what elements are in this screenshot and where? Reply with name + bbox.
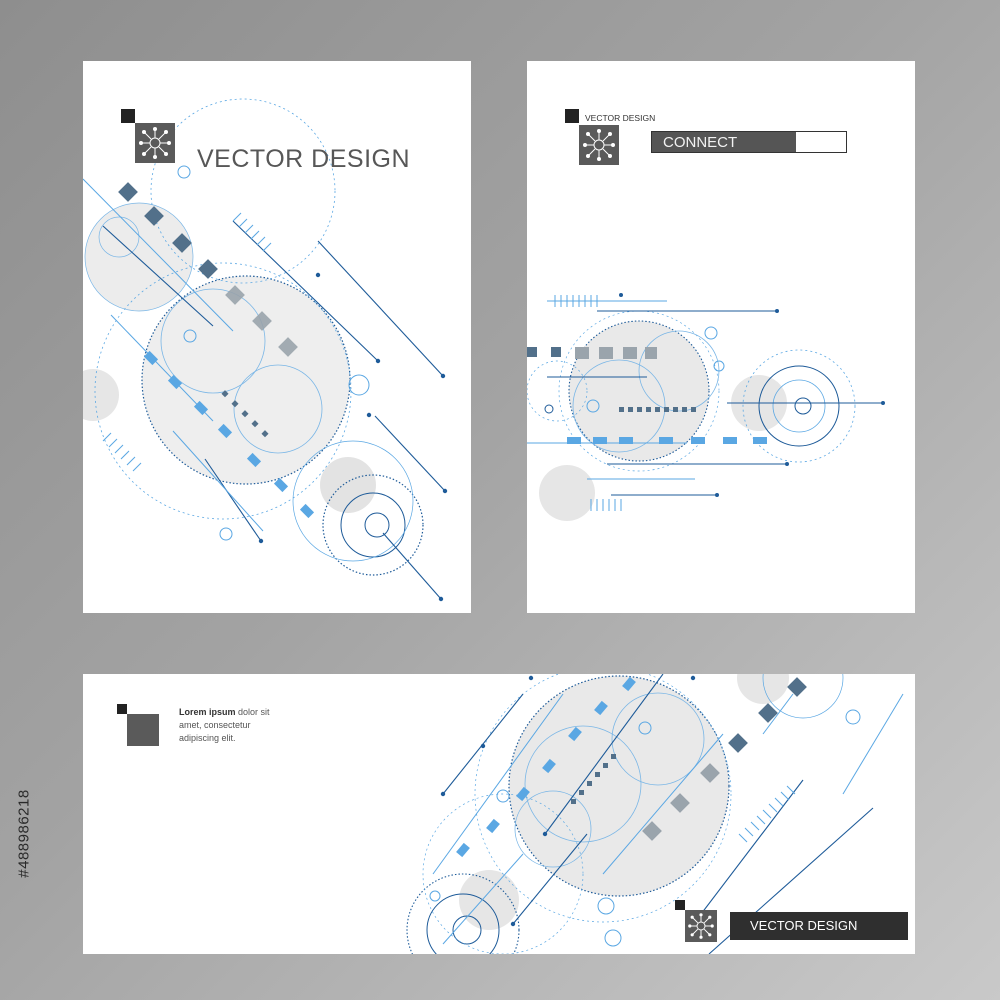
network-node-icon xyxy=(135,123,175,163)
banner-title: VECTOR DESIGN xyxy=(730,912,908,940)
connect-bar-label: CONNECT xyxy=(663,134,738,151)
brand-mark-small-square xyxy=(565,109,579,123)
lorem-line-1: dolor sit xyxy=(235,707,270,717)
connect-bar-fill xyxy=(652,132,796,152)
brand-mark xyxy=(565,109,623,165)
cover-portrait-graphic xyxy=(83,98,448,602)
lorem-line-2: amet, consectetur xyxy=(179,720,251,730)
cover-banner-graphic xyxy=(406,674,904,954)
cover-portrait: VECTOR DESIGN xyxy=(83,61,471,613)
brand-mark-small-square xyxy=(675,900,685,910)
brand-mark-banner xyxy=(117,704,159,746)
connect-bar: CONNECT xyxy=(651,131,847,153)
network-node-icon xyxy=(579,125,619,165)
brand-mark-small-square xyxy=(117,704,127,714)
brand-mark xyxy=(675,900,721,944)
stock-id-label: #488986218 xyxy=(14,755,34,915)
stock-id-text: #488986218 xyxy=(15,789,33,878)
lorem-bold: Lorem ipsum xyxy=(179,707,236,717)
cover-connect: VECTOR DESIGN CONNECT xyxy=(527,61,915,613)
cover-banner: Lorem ipsum dolor sit amet, consectetur … xyxy=(83,674,915,954)
brand-mark-large-square xyxy=(127,714,159,746)
network-node-icon xyxy=(685,910,717,942)
brand-label: VECTOR DESIGN xyxy=(585,113,656,123)
cover-title: VECTOR DESIGN xyxy=(197,145,411,173)
brand-mark-small-square xyxy=(121,109,135,123)
lorem-text: Lorem ipsum dolor sit amet, consectetur … xyxy=(179,706,289,745)
lorem-line-3: adipiscing elit. xyxy=(179,733,236,743)
brand-mark xyxy=(121,109,181,163)
cover-connect-graphic xyxy=(527,293,885,521)
